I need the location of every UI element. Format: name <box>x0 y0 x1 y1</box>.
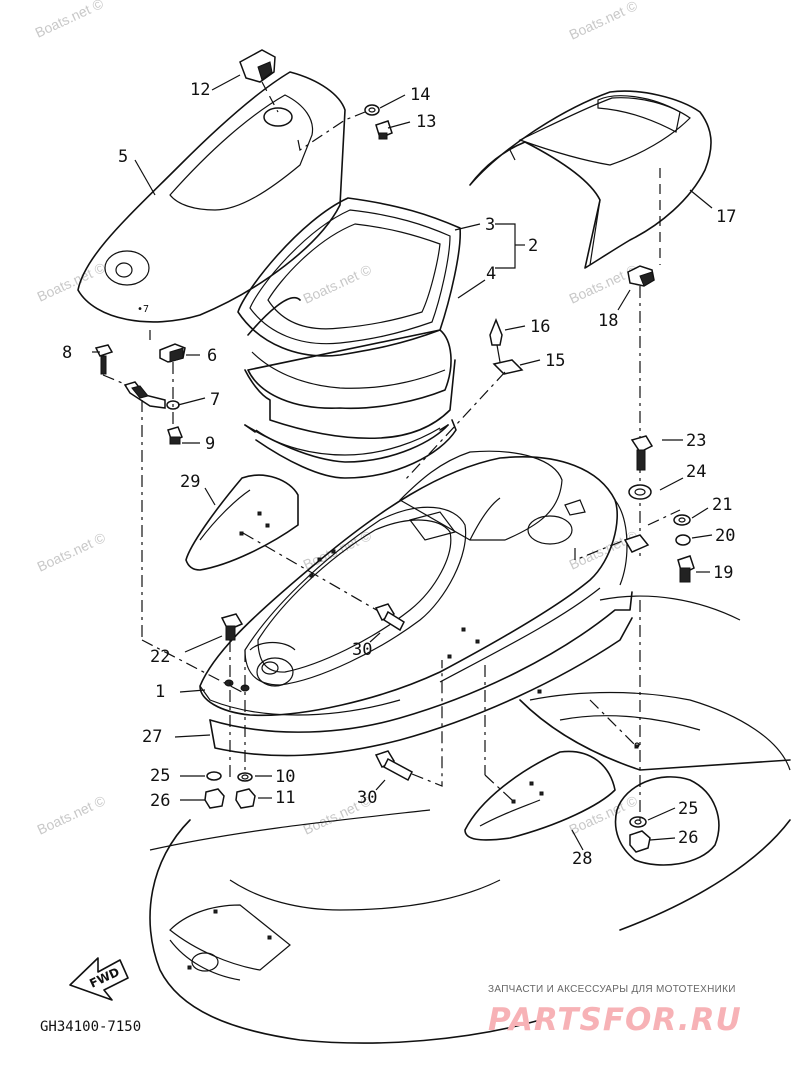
watermark: Boats.net © <box>567 0 641 43</box>
callout-10: 10 <box>275 767 295 787</box>
part-29-side-panel <box>185 474 381 613</box>
watermark: Boats.net © <box>301 261 375 307</box>
callout-1: 1 <box>155 682 165 702</box>
watermark: Boats.net © <box>35 792 109 838</box>
callout-28: 28 <box>572 849 592 869</box>
callout-30-upper: 30 <box>352 640 372 660</box>
callout-27: 27 <box>142 727 162 747</box>
callout-8: 8 <box>62 343 72 363</box>
callout-20: 20 <box>715 526 735 546</box>
callout-24: 24 <box>686 462 706 482</box>
brand-tagline: ЗАПЧАСТИ И АКСЕССУАРЫ ДЛЯ МОТОТЕХНИКИ <box>488 984 736 995</box>
brand-name: PARTSFOR.RU <box>488 1002 742 1038</box>
part-25-26-rear-fittings <box>614 600 720 866</box>
part-12-cap <box>239 49 279 113</box>
callout-15: 15 <box>545 351 565 371</box>
watermark: Boats.net © <box>35 259 109 305</box>
callout-2: 2 <box>528 236 538 256</box>
diagram-code: GH34100-7150 <box>40 1019 141 1035</box>
callout-16: 16 <box>530 317 550 337</box>
callout-25-right: 25 <box>678 799 698 819</box>
callout-26: 26 <box>150 791 170 811</box>
callout-11: 11 <box>275 788 295 808</box>
callout-12: 12 <box>190 80 210 100</box>
part-18-grommet <box>627 265 655 560</box>
callout-5: 5 <box>118 147 128 167</box>
part-17-seat <box>469 90 712 269</box>
part-6-7-8-9-fittings <box>94 330 243 693</box>
callout-25: 25 <box>150 766 170 786</box>
callout-4: 4 <box>486 264 496 284</box>
callout-21: 21 <box>712 495 732 515</box>
callout-7: 7 <box>210 390 220 410</box>
hull-outline <box>149 595 791 1044</box>
callout-labels: 12 5 14 13 3 2 4 16 15 17 18 8 6 7 9 23 … <box>62 80 736 869</box>
callout-30-lower: 30 <box>357 788 377 808</box>
watermark: Boats.net © <box>567 527 641 573</box>
part-5-hatch-cover: •7 <box>77 71 346 323</box>
part-2-3-4-storage-tray <box>237 197 462 479</box>
part-13-14-fasteners <box>297 104 393 151</box>
watermark: Boats.net © <box>33 0 107 41</box>
part-19-24-right-fittings <box>574 435 695 583</box>
left-bottom-fittings <box>204 613 256 809</box>
callout-6: 6 <box>207 346 217 366</box>
watermark: Boats.net © <box>35 529 109 575</box>
svg-text:•7: •7 <box>137 304 149 315</box>
leader-lines <box>92 74 713 851</box>
part-15-16-latch <box>404 317 524 481</box>
watermark: Boats.net © <box>301 527 375 573</box>
part-30-bolts <box>374 603 443 787</box>
part-1-deck-body <box>199 450 633 757</box>
callout-29: 29 <box>180 472 200 492</box>
part-28-side-panel <box>464 665 616 841</box>
callout-9: 9 <box>205 434 215 454</box>
callout-17: 17 <box>716 207 736 227</box>
fwd-arrow-icon: FWD <box>69 957 129 1001</box>
callout-19: 19 <box>713 563 733 583</box>
callout-3: 3 <box>485 215 495 235</box>
callout-13: 13 <box>416 112 436 132</box>
callout-14: 14 <box>410 85 430 105</box>
callout-22: 22 <box>150 647 170 667</box>
callout-23: 23 <box>686 431 706 451</box>
watermark: Boats.net © <box>567 261 641 307</box>
callout-18: 18 <box>598 311 618 331</box>
callout-26-right: 26 <box>678 828 698 848</box>
brand-logo: ЗАПЧАСТИ И АКСЕССУАРЫ ДЛЯ МОТОТЕХНИКИ PA… <box>488 984 742 1038</box>
